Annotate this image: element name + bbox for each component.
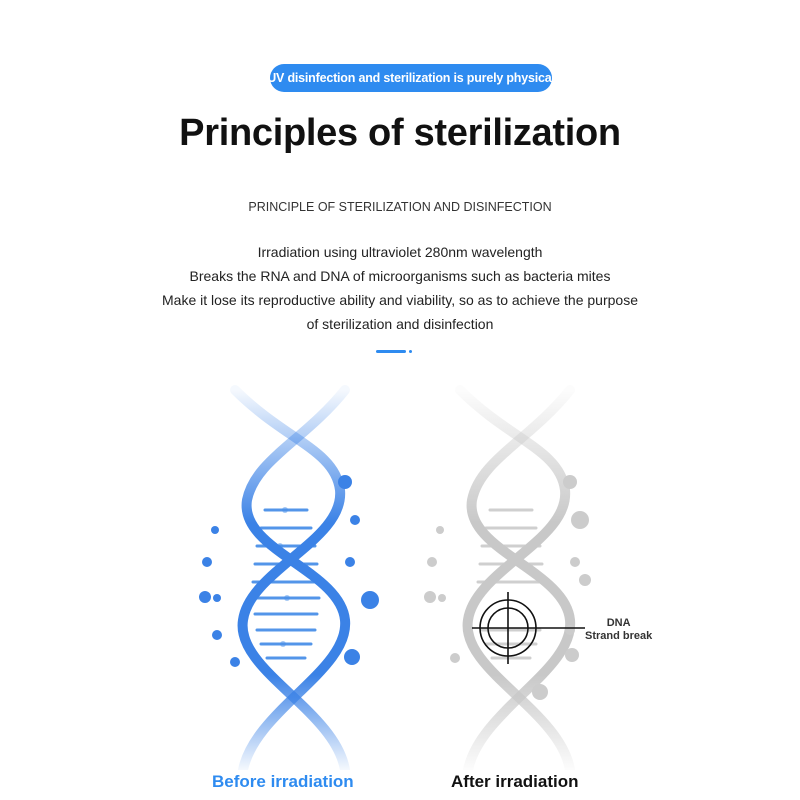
dna-label-line1: DNA: [606, 617, 631, 629]
page-subtitle: PRINCIPLE OF STERILIZATION AND DISINFECT…: [248, 200, 552, 214]
dna-helix-broken-icon: [424, 385, 591, 770]
badge-physical-disinfection: UV disinfection and sterilization is pur…: [267, 64, 555, 92]
crosshair-icon: [472, 592, 585, 664]
dna-label-line2: Strand break: [585, 630, 653, 642]
caption-before-irradiation: Before irradiation: [212, 772, 354, 791]
section-divider-dot: [409, 350, 412, 353]
description-line: Make it lose its reproductive ability an…: [162, 292, 638, 308]
page-title: Principles of sterilization: [179, 112, 621, 154]
dna-strand-break-label: DNA Strand break: [585, 617, 652, 643]
description-text: Irradiation using ultraviolet 280nm wave…: [100, 240, 700, 336]
section-divider: [376, 350, 406, 353]
caption-after-irradiation: After irradiation: [451, 772, 579, 791]
description-line: Breaks the RNA and DNA of microorganisms…: [189, 268, 611, 284]
dna-helix-icon: [199, 385, 379, 770]
description-line: of sterilization and disinfection: [306, 316, 494, 332]
description-line: Irradiation using ultraviolet 280nm wave…: [257, 244, 543, 260]
